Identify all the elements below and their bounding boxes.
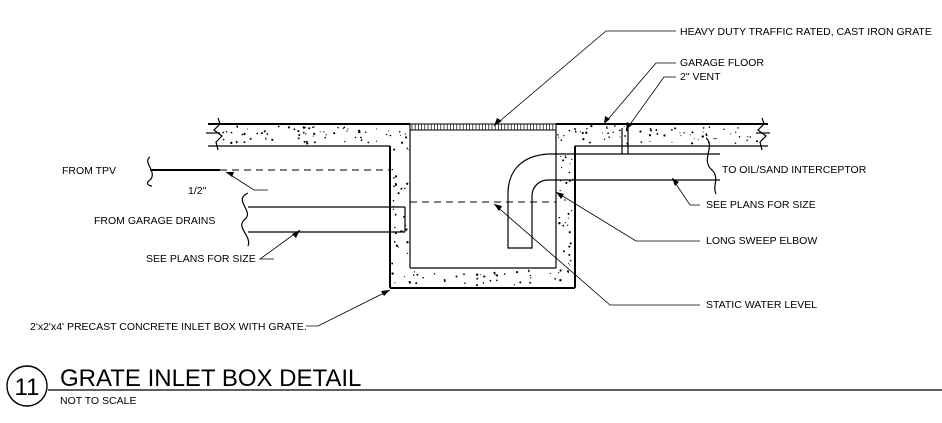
label-see-plans-left: SEE PLANS FOR SIZE (146, 253, 256, 265)
label-from-garage-drains: FROM GARAGE DRAINS (94, 215, 215, 227)
label-half-inch: 1/2" (188, 185, 207, 197)
label-static-water-level: STATIC WATER LEVEL (706, 299, 817, 311)
cast-iron-grate (409, 123, 557, 131)
label-vent: 2" VENT (680, 71, 721, 83)
detail-number: 11 (15, 374, 40, 401)
label-from-tpv: FROM TPV (62, 165, 116, 177)
concrete-slab-right (556, 123, 768, 147)
scale-note: NOT TO SCALE (60, 395, 136, 407)
arrowheads (226, 116, 679, 296)
leaders (225, 30, 700, 327)
concrete-slab-left (208, 123, 410, 147)
break-line-left (206, 117, 223, 151)
outlet-pipe (548, 137, 720, 195)
vent-pipe (621, 128, 629, 154)
long-sweep-elbow (507, 153, 549, 249)
detail-number-bubble (6, 365, 48, 407)
tpv-pipe (146, 156, 390, 187)
detail-title-block: 11 GRATE INLET BOX DETAIL NOT TO SCALE (6, 365, 942, 407)
inlet-box (389, 124, 576, 289)
detail-title: GRATE INLET BOX DETAIL (60, 365, 361, 392)
label-long-sweep-elbow: LONG SWEEP ELBOW (706, 235, 817, 247)
label-inlet-box: 2'x2'x4' PRECAST CONCRETE INLET BOX WITH… (30, 321, 307, 333)
garage-drain-pipe (241, 192, 406, 247)
label-to-interceptor: TO OIL/SAND INTERCEPTOR (722, 164, 867, 176)
break-line-right (756, 117, 770, 151)
label-see-plans-right: SEE PLANS FOR SIZE (706, 199, 816, 211)
label-garage-floor: GARAGE FLOOR (680, 57, 764, 69)
concrete-stipple (222, 125, 759, 287)
label-grate: HEAVY DUTY TRAFFIC RATED, CAST IRON GRAT… (680, 26, 932, 38)
